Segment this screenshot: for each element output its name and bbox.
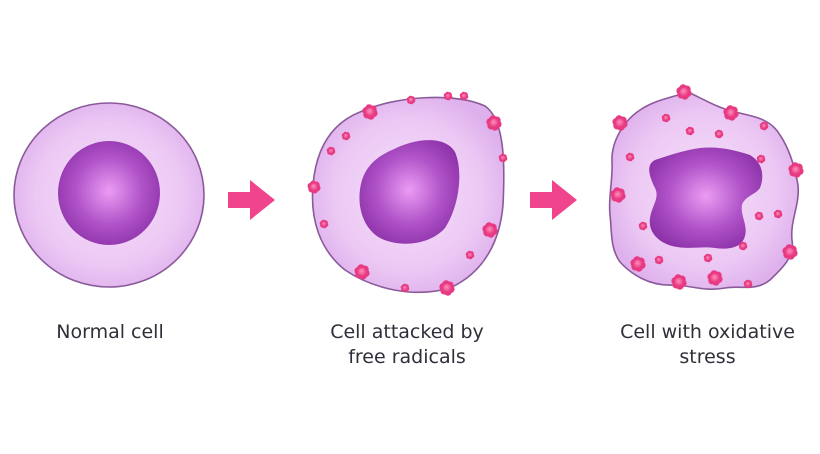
free-radical-icon <box>443 91 453 101</box>
free-radical-icon <box>738 241 748 251</box>
free-radical-icon <box>362 104 378 120</box>
stressed-cell <box>608 84 804 291</box>
attacked-cell-nucleus <box>359 140 460 244</box>
free-radical-icon <box>486 115 502 131</box>
free-radical-icon <box>685 126 695 136</box>
free-radical-icon <box>625 152 635 162</box>
caption-stressed-cell: Cell with oxidative stress <box>605 320 810 370</box>
free-radical-icon <box>788 162 804 178</box>
free-radical-icon <box>638 221 648 231</box>
free-radical-icon <box>654 255 664 265</box>
caption-line: Cell with oxidative <box>620 321 795 343</box>
arrow-right-icon <box>530 180 577 220</box>
free-radical-icon <box>782 244 798 260</box>
caption-line: Cell attacked by <box>330 321 484 343</box>
free-radical-icon <box>707 270 723 286</box>
free-radical-icon <box>661 113 671 123</box>
free-radical-icon <box>671 274 687 290</box>
caption-line: Normal cell <box>56 321 164 343</box>
arrow-right-icon <box>228 180 275 220</box>
attacked-cell-radicals <box>307 91 508 296</box>
free-radical-icon <box>756 154 766 164</box>
free-radical-icon <box>773 209 783 219</box>
caption-line: free radicals <box>348 346 466 368</box>
free-radical-icon <box>341 131 351 141</box>
free-radical-icon <box>465 250 475 260</box>
free-radical-icon <box>439 280 455 296</box>
stressed-cell-nucleus <box>649 147 763 249</box>
free-radical-icon <box>630 256 646 272</box>
free-radical-icon <box>714 129 724 139</box>
free-radical-icon <box>319 219 329 229</box>
free-radical-icon <box>703 253 713 263</box>
free-radical-icon <box>459 91 469 101</box>
free-radical-icon <box>307 180 321 194</box>
free-radical-icon <box>482 222 498 238</box>
free-radical-icon <box>498 153 508 163</box>
free-radical-icon <box>400 283 410 293</box>
stressed-cell-radicals <box>610 84 804 290</box>
normal-cell <box>13 102 205 288</box>
free-radical-icon <box>612 115 628 131</box>
caption-normal-cell: Normal cell <box>20 320 200 345</box>
free-radical-icon <box>759 121 769 131</box>
free-radical-icon <box>676 84 692 100</box>
free-radical-icon <box>354 264 370 280</box>
free-radical-icon <box>743 279 753 289</box>
free-radical-icon <box>610 187 626 203</box>
normal-cell-nucleus <box>58 141 160 245</box>
attacked-cell <box>307 91 508 296</box>
free-radical-icon <box>406 95 416 105</box>
free-radical-icon <box>326 146 336 156</box>
caption-line: stress <box>679 346 736 368</box>
caption-attacked-cell: Cell attacked by free radicals <box>307 320 507 370</box>
free-radical-icon <box>723 105 739 121</box>
free-radical-icon <box>754 211 764 221</box>
